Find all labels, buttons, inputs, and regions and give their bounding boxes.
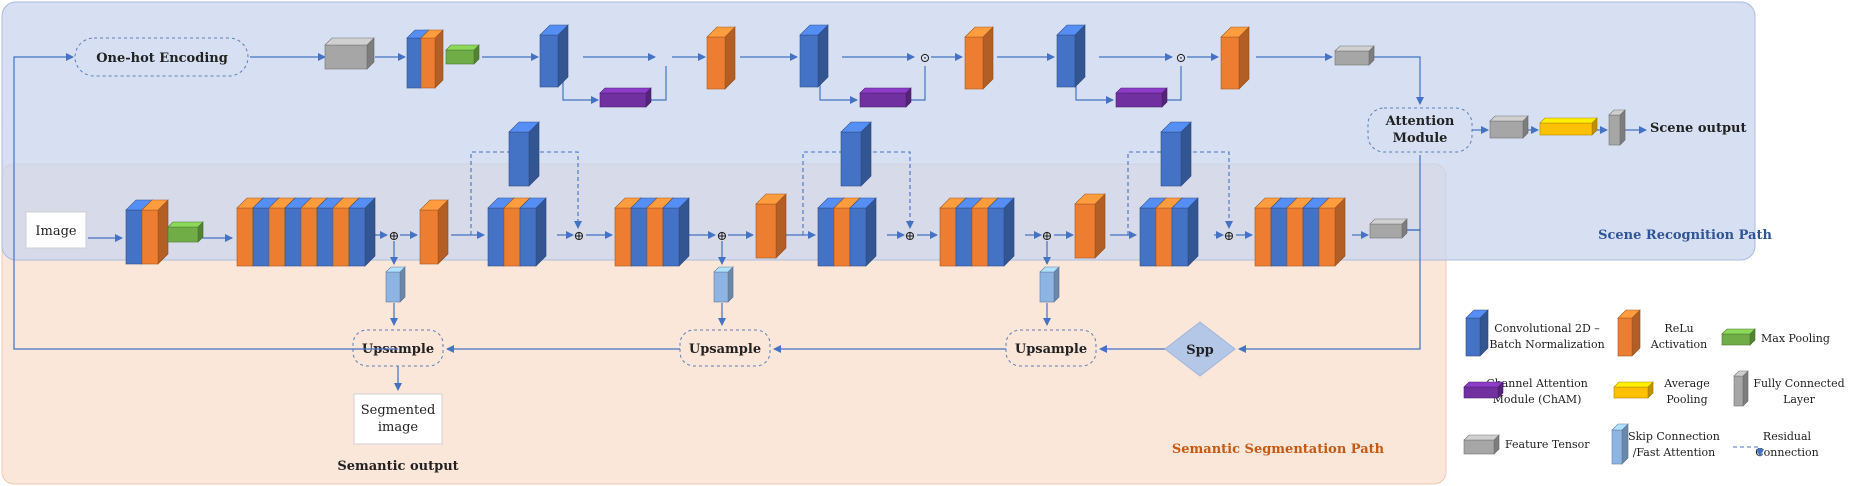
- spp-node: [1164, 321, 1236, 377]
- legend-maxpool-icon: [1721, 328, 1756, 346]
- legend: Convolutional 2D – Batch Normalization R…: [1486, 322, 1844, 459]
- onehot-encoding-label: One-hot Encoding: [96, 51, 228, 66]
- scene-relu-3: [1220, 26, 1250, 90]
- segmented-image-label-2: image: [378, 420, 419, 435]
- semantic-path-title: Semantic Segmentation Path: [1172, 442, 1385, 457]
- scene-path-title: Scene Recognition Path: [1598, 228, 1772, 243]
- legend-residual-1: Residual: [1763, 430, 1812, 443]
- legend-conv-2: Batch Normalization: [1489, 338, 1604, 351]
- scene-conv-1: [539, 24, 569, 88]
- scene-relu-1: [706, 26, 736, 90]
- mul-op-3: ⊙: [1176, 51, 1187, 66]
- legend-avgpool-2: Pooling: [1666, 393, 1707, 406]
- spp-label: Spp: [1186, 343, 1214, 358]
- legend-fc-icon: [1733, 370, 1749, 407]
- encoder-stack-5-3: [987, 197, 1015, 267]
- add-op-2: ⊕: [574, 229, 585, 244]
- attention-module-label-2: Module: [1393, 131, 1448, 146]
- encoder-stack-3-3: [662, 197, 690, 267]
- scene-tensor-1: [324, 37, 375, 70]
- upsample-node-3: [1005, 329, 1097, 367]
- seg-input-stack-1: [141, 199, 169, 265]
- add-op-5: ⊕: [1042, 229, 1053, 244]
- seg-relu-3: [1074, 193, 1106, 259]
- scene-cham-2: [859, 87, 912, 108]
- legend-avgpool-icon: [1613, 381, 1654, 399]
- segmented-image-node: [353, 393, 443, 445]
- legend-tensor: Feature Tensor: [1505, 438, 1590, 451]
- segmented-image-label-1: Segmented: [361, 403, 436, 418]
- seg-tensor: [1369, 218, 1408, 239]
- legend-fc-2: Layer: [1783, 393, 1816, 406]
- add-op-3: ⊕: [717, 229, 728, 244]
- scene-cham-3: [1115, 87, 1168, 108]
- legend-cham-2: Module (ChAM): [1493, 393, 1582, 406]
- legend-conv-icon: [1465, 309, 1489, 357]
- scene-tensor-2: [1334, 45, 1375, 66]
- seg-relu-1: [419, 199, 449, 265]
- attention-tensor: [1489, 115, 1529, 139]
- scene-conv-3: [1056, 24, 1086, 88]
- skip-block-2: [713, 266, 734, 303]
- legend-relu-icon: [1617, 309, 1641, 357]
- layer-blocks: [125, 24, 1756, 465]
- scene-relu-2: [964, 26, 994, 90]
- legend-avgpool-1: Average: [1663, 377, 1710, 390]
- upsample-node-2: [679, 329, 771, 367]
- scene-output-label: Scene output: [1650, 121, 1747, 136]
- legend-cham-1: Channel Attention: [1486, 377, 1588, 390]
- image-input-label: Image: [35, 224, 77, 239]
- semantic-output-label: Semantic output: [337, 459, 458, 474]
- legend-maxpool: Max Pooling: [1761, 332, 1830, 345]
- residual-connections: [470, 151, 1233, 235]
- scene-conv-2: [799, 24, 829, 88]
- skip-block-1: [385, 266, 406, 303]
- seg-maxpool: [167, 221, 204, 243]
- encoder-stack-6-2: [1171, 197, 1199, 267]
- legend-skip-icon: [1611, 423, 1629, 465]
- residual-conv-2: [840, 121, 872, 187]
- scene-cham-1: [599, 87, 652, 108]
- legend-residual-line: [1733, 446, 1764, 457]
- legend-tensor-icon: [1463, 434, 1500, 455]
- add-op-6: ⊕: [1224, 229, 1235, 244]
- legend-conv-1: Convolutional 2D –: [1494, 322, 1600, 335]
- skip-block-3: [1039, 266, 1060, 303]
- legend-skip-1: Skip Connection: [1628, 430, 1720, 443]
- residual-conv-3: [1160, 121, 1192, 187]
- upsample-label-3: Upsample: [1015, 342, 1087, 357]
- add-op-4: ⊕: [905, 229, 916, 244]
- onehot-encoding-node: [74, 37, 249, 77]
- encoder-stack-7-4: [1318, 197, 1346, 267]
- legend-relu-2: Activation: [1650, 338, 1707, 351]
- scene-maxpool: [445, 44, 480, 65]
- add-op-1: ⊕: [389, 229, 400, 244]
- fc-layer-block: [1608, 109, 1626, 146]
- legend-residual-2: Connection: [1755, 446, 1819, 459]
- residual-conv-1: [508, 121, 540, 187]
- avg-pool-block: [1539, 117, 1598, 136]
- mul-op-2: ⊙: [920, 51, 931, 66]
- legend-fc-1: Fully Connected: [1753, 377, 1844, 390]
- image-input-node: [25, 211, 87, 249]
- legend-cham-icon: [1463, 381, 1504, 399]
- encoder-stack-4-2: [849, 197, 877, 267]
- encoder-stack-2-2: [519, 197, 547, 267]
- legend-skip-2: /Fast Attention: [1633, 446, 1716, 459]
- attention-module-label-1: Attention: [1385, 114, 1455, 129]
- legend-relu-1: ReLu: [1664, 322, 1693, 335]
- upsample-label-2: Upsample: [689, 342, 761, 357]
- seg-relu-2: [755, 193, 787, 259]
- encoder-stack-1-7: [348, 197, 376, 267]
- scene-input-stack-1: [420, 29, 444, 89]
